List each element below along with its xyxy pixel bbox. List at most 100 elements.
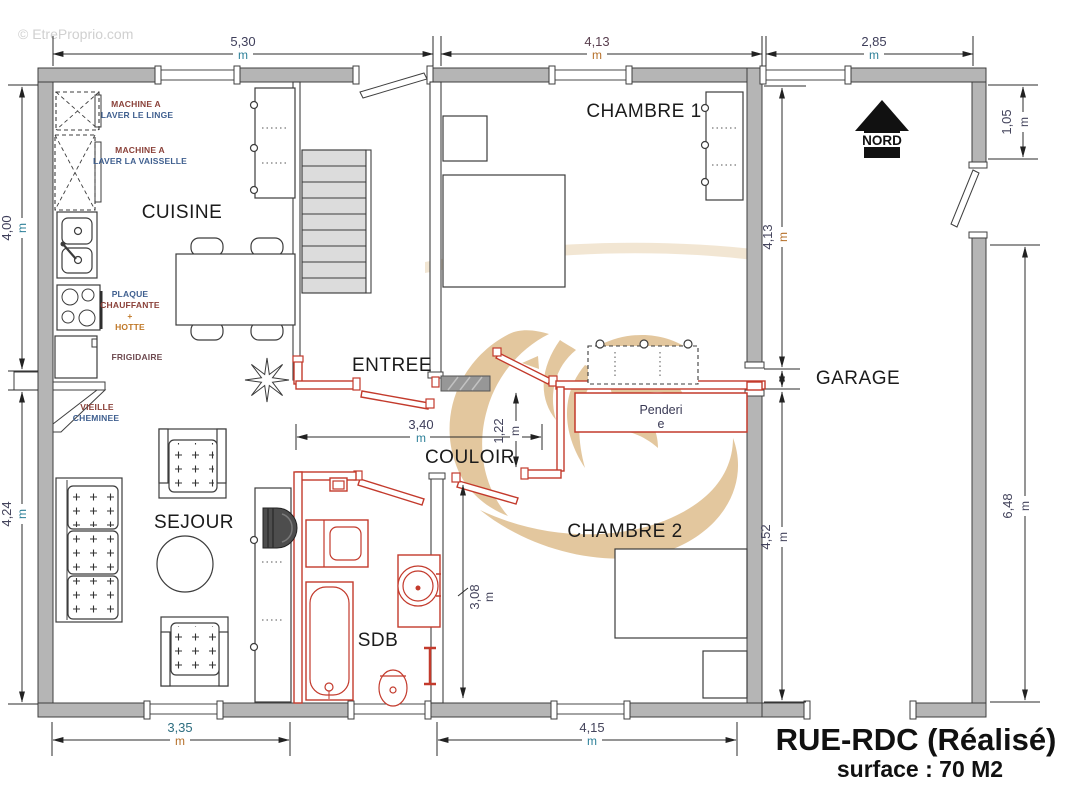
dim-value: 4,15 bbox=[579, 720, 604, 735]
chambre1-wardrobe bbox=[700, 91, 744, 201]
fridge bbox=[54, 335, 98, 379]
kitchen-table bbox=[175, 237, 296, 341]
garage-door-opening bbox=[803, 700, 917, 720]
dimension-sdb-3-08: 3,08 m bbox=[457, 484, 496, 699]
chambre2-nightstand bbox=[702, 650, 748, 699]
window-chambre1-top bbox=[548, 65, 633, 85]
title-block: RUE-RDC (Réalisé) surface : 70 M2 bbox=[776, 722, 1057, 782]
dim-unit: m bbox=[416, 431, 426, 445]
label-plaque-4: HOTTE bbox=[115, 322, 145, 332]
label-machine-linge-1: MACHINE A bbox=[111, 99, 161, 109]
dimension-couloir-1-22: 1,22 m bbox=[491, 392, 522, 468]
dim-unit: m bbox=[776, 232, 790, 242]
dimension-bottom-4-15: 4,15 m bbox=[436, 720, 738, 756]
dim-unit: m bbox=[15, 509, 29, 519]
penderie-label-line1: Penderi bbox=[639, 403, 682, 417]
toilet bbox=[378, 669, 408, 707]
penderie-label-line2: e bbox=[658, 417, 665, 431]
dimension-top-5-30: 5,30 m bbox=[52, 34, 434, 66]
dim-unit: m bbox=[592, 48, 602, 62]
towel-radiator bbox=[424, 646, 436, 686]
dimension-left-4-24: 4,24 m bbox=[0, 389, 38, 705]
round-table bbox=[156, 535, 214, 593]
opening-garage-from-house bbox=[744, 361, 800, 397]
bathtub bbox=[305, 581, 354, 701]
red-partition-walls bbox=[292, 347, 766, 704]
room-label-entree: ENTREE bbox=[352, 355, 432, 376]
dim-value: 3,40 bbox=[408, 417, 433, 432]
dim-unit: m bbox=[508, 426, 522, 436]
dimension-garage-1-05: 1,05 m bbox=[988, 84, 1038, 160]
dim-unit: m bbox=[869, 48, 879, 62]
dim-value: 4,00 bbox=[0, 215, 14, 240]
chambre2-bed bbox=[614, 548, 748, 639]
wood-stove bbox=[262, 507, 298, 549]
dim-value: 1,22 bbox=[491, 418, 506, 443]
room-label-chambre1: CHAMBRE 1 bbox=[586, 101, 701, 122]
door-top-stairs bbox=[352, 65, 434, 99]
entry-threshold bbox=[440, 375, 491, 392]
plan-surface: surface : 70 M2 bbox=[837, 756, 1003, 782]
dimension-couloir-3-40: 3,40 m bbox=[295, 417, 543, 450]
dimension-left-4-00: 4,00 m bbox=[0, 84, 38, 372]
door-garage-side bbox=[950, 161, 988, 239]
dim-unit: m bbox=[15, 223, 29, 233]
armchair-bottom bbox=[160, 616, 229, 687]
window-garage-top bbox=[759, 65, 852, 85]
dishwasher bbox=[54, 134, 102, 211]
dim-unit: m bbox=[587, 734, 597, 748]
room-label-sejour: SEJOUR bbox=[154, 512, 234, 533]
dimension-right-4-52: 4,52 m bbox=[758, 391, 806, 703]
chambre1-bed bbox=[442, 174, 566, 288]
north-arrow: NORD bbox=[855, 100, 909, 158]
exterior-doors bbox=[352, 65, 988, 397]
room-label-chambre2: CHAMBRE 2 bbox=[567, 521, 682, 542]
dimension-top-2-85: 2,85 m bbox=[765, 34, 974, 66]
door-chambre2 bbox=[451, 472, 519, 505]
sdb-vanity bbox=[305, 519, 369, 568]
cooktop bbox=[56, 284, 103, 331]
armchair-top bbox=[158, 428, 227, 499]
room-label-cuisine: CUISINE bbox=[142, 202, 223, 223]
sdb-washbasin bbox=[397, 554, 441, 628]
door-chambre1 bbox=[492, 347, 552, 385]
window-sejour-bottom bbox=[143, 700, 224, 720]
sofa bbox=[55, 477, 123, 623]
penderie-closet: Penderi e bbox=[574, 392, 748, 433]
window-chambre2-bottom bbox=[550, 700, 631, 720]
dim-unit: m bbox=[776, 532, 790, 542]
dim-unit: m bbox=[238, 48, 248, 62]
room-label-sdb: SDB bbox=[358, 630, 399, 651]
old-chimney bbox=[13, 371, 107, 433]
dim-unit: m bbox=[1017, 117, 1031, 127]
chambre1-wall-cabinet bbox=[587, 339, 699, 385]
dimension-right-4-13: 4,13 m bbox=[760, 85, 806, 368]
dim-value: 5,30 bbox=[230, 34, 255, 49]
dimension-bottom-3-35: 3,35 m bbox=[51, 720, 291, 756]
label-cheminee-2: CHEMINEE bbox=[73, 413, 120, 423]
wall-switch bbox=[329, 477, 348, 492]
label-plaque-2: CHAUFFANTE bbox=[100, 300, 160, 310]
dim-value: 6,48 bbox=[1000, 493, 1015, 518]
staircase bbox=[301, 149, 372, 294]
label-machine-vaisselle-1: MACHINE A bbox=[115, 145, 165, 155]
dim-unit: m bbox=[175, 734, 185, 748]
dimension-garage-6-48: 6,48 m bbox=[990, 244, 1040, 703]
door-entree bbox=[360, 390, 435, 410]
label-plaque-1: PLAQUE bbox=[112, 289, 149, 299]
windows bbox=[143, 65, 917, 720]
dim-value: 4,52 bbox=[758, 524, 773, 549]
dim-value: 2,85 bbox=[861, 34, 886, 49]
dim-value: 1,05 bbox=[999, 109, 1014, 134]
label-cheminee-1: VIEILLE bbox=[80, 402, 114, 412]
plant-decoration bbox=[244, 357, 290, 403]
dim-value: 4,13 bbox=[584, 34, 609, 49]
window-cuisine-top bbox=[154, 65, 241, 85]
room-label-garage: GARAGE bbox=[816, 368, 900, 389]
site-watermark: © EtreProprio.com bbox=[18, 26, 133, 42]
label-plaque-3: + bbox=[127, 311, 132, 321]
dimension-top-4-13: 4,13 m bbox=[440, 34, 763, 66]
room-label-couloir: COULOIR bbox=[425, 447, 515, 468]
